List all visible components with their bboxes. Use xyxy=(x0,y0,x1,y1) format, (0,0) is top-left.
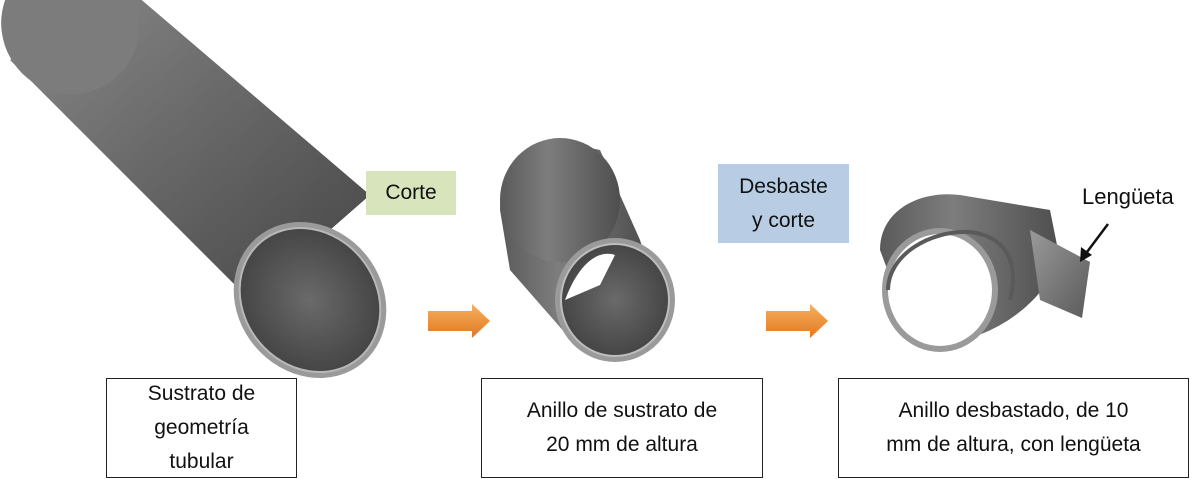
corte-label: Corte xyxy=(385,181,437,204)
thin-ring-caption-line2: mm de altura, con lengüeta xyxy=(886,433,1141,456)
tube-caption: Sustrato de geometría tubular xyxy=(106,378,297,478)
lengueta-label: Lengüeta xyxy=(1082,184,1174,209)
arrow-2 xyxy=(766,304,828,338)
arrow-1 xyxy=(428,304,490,338)
ring-illustration xyxy=(500,138,675,362)
desbaste-label-line2: y corte xyxy=(751,208,816,232)
thin-ring-illustration xyxy=(880,194,1090,352)
thin-ring-caption-line1: Anillo desbastado, de 10 xyxy=(898,399,1129,422)
corte-tag: Corte xyxy=(366,171,456,215)
callout-arrow xyxy=(1080,223,1109,262)
desbaste-label-line1: Desbaste xyxy=(739,174,828,198)
desbaste-tag: Desbaste y corte xyxy=(718,164,849,243)
tube-illustration xyxy=(1,0,387,379)
ring-caption-line1: Anillo de sustrato de xyxy=(526,399,718,422)
tube-caption-line2: tubular xyxy=(169,450,234,473)
tab-lengueta xyxy=(1030,230,1090,318)
ring-caption: Anillo de sustrato de 20 mm de altura xyxy=(481,378,763,478)
thin-ring-caption: Anillo desbastado, de 10 mm de altura, c… xyxy=(838,378,1189,478)
tube-caption-line1: Sustrato de geometría xyxy=(147,382,256,439)
ring-caption-line2: 20 mm de altura xyxy=(546,433,698,456)
